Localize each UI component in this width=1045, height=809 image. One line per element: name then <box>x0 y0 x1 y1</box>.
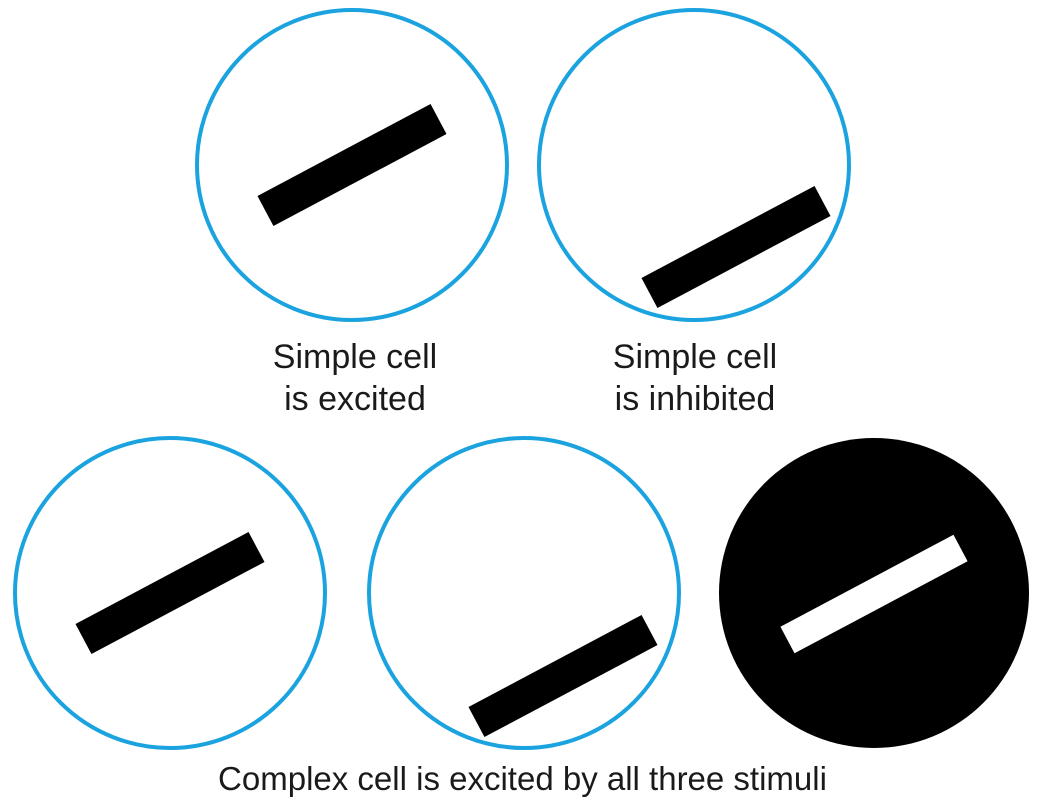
caption-line: Complex cell is excited by all three sti… <box>218 760 827 797</box>
caption-line: Simple cell <box>612 338 778 376</box>
caption-line: Simple cell <box>272 338 438 376</box>
caption-simple-excited: Simple cell is excited <box>205 336 505 420</box>
bar-stimulus <box>641 185 831 309</box>
simple-excited-field <box>195 8 509 322</box>
bar-stimulus <box>468 614 658 738</box>
bar-stimulus-light <box>780 534 968 654</box>
complex-stimulus-offset <box>367 436 681 750</box>
bar-stimulus <box>257 103 447 227</box>
simple-inhibited-field <box>537 8 851 322</box>
complex-stimulus-center <box>13 436 327 750</box>
complex-stimulus-inverted <box>719 438 1029 748</box>
caption-simple-inhibited: Simple cell is inhibited <box>545 336 845 420</box>
bar-stimulus <box>75 531 265 655</box>
caption-line: is inhibited <box>614 380 776 418</box>
caption-complex-cell: Complex cell is excited by all three sti… <box>0 758 1045 800</box>
caption-line: is excited <box>284 380 426 418</box>
